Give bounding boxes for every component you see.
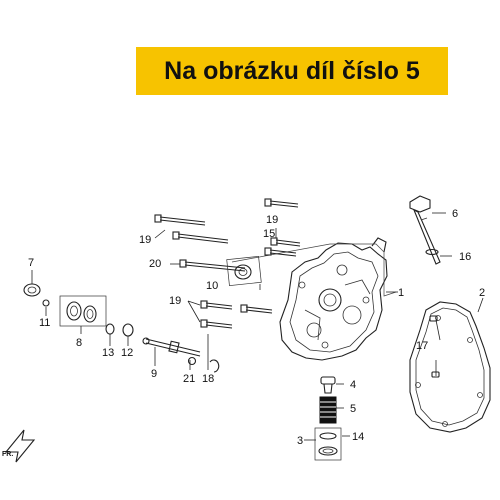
callout-14: 14 bbox=[352, 431, 364, 443]
callout-19-right: 19 bbox=[266, 214, 278, 226]
spring bbox=[319, 396, 337, 424]
callout-6: 6 bbox=[452, 208, 458, 220]
small-washer bbox=[42, 299, 50, 307]
callout-17: 17 bbox=[416, 340, 428, 352]
bearing-set bbox=[66, 301, 97, 323]
circlip bbox=[209, 359, 220, 373]
seal-box bbox=[226, 256, 262, 286]
oil-seal bbox=[234, 264, 252, 280]
dipstick-o-ring bbox=[425, 248, 439, 256]
crankcase-cover bbox=[279, 237, 388, 361]
callout-4: 4 bbox=[350, 379, 356, 391]
gasket bbox=[409, 301, 491, 433]
callout-13: 13 bbox=[102, 347, 114, 359]
cover-outline-frame bbox=[231, 243, 397, 297]
bearing-box bbox=[59, 295, 107, 327]
bolts-middle bbox=[200, 300, 273, 329]
callout-3: 3 bbox=[297, 435, 303, 447]
callout-10: 10 bbox=[206, 280, 218, 292]
callout-19-top: 19 bbox=[139, 234, 151, 246]
filter-box bbox=[314, 427, 342, 461]
callout-18: 18 bbox=[202, 373, 214, 385]
filter-screen bbox=[318, 432, 338, 456]
callout-2: 2 bbox=[479, 287, 485, 299]
left-cap bbox=[23, 283, 41, 297]
callout-21: 21 bbox=[183, 373, 195, 385]
bolts-right bbox=[264, 198, 301, 257]
front-label: FR. bbox=[2, 451, 13, 458]
oil-dipstick bbox=[409, 195, 441, 265]
callout-7: 7 bbox=[28, 257, 34, 269]
drain-plug bbox=[320, 376, 336, 394]
callout-8: 8 bbox=[76, 337, 82, 349]
callout-15: 15 bbox=[263, 228, 275, 240]
callout-12: 12 bbox=[121, 347, 133, 359]
washer-21 bbox=[187, 356, 197, 366]
ring-13 bbox=[105, 323, 115, 335]
front-direction-marker: FR. bbox=[2, 429, 36, 463]
callout-19-middle: 19 bbox=[169, 295, 181, 307]
leader-lines bbox=[31, 212, 484, 441]
ring-12 bbox=[122, 323, 134, 337]
highlight-banner: Na obrázku díl číslo 5 bbox=[136, 47, 448, 95]
callout-11: 11 bbox=[39, 317, 50, 329]
callout-9: 9 bbox=[151, 368, 157, 380]
callout-labels: 1 2 3 4 5 6 7 8 9 10 11 12 13 14 15 16 1… bbox=[28, 208, 485, 447]
banner-text: Na obrázku díl číslo 5 bbox=[164, 56, 420, 85]
shaft bbox=[142, 337, 201, 357]
callout-5: 5 bbox=[350, 403, 356, 415]
callout-20: 20 bbox=[149, 258, 161, 270]
bolts-top bbox=[154, 214, 229, 244]
callout-16: 16 bbox=[459, 251, 471, 263]
dowel-pins bbox=[429, 315, 440, 378]
callout-1: 1 bbox=[398, 287, 404, 299]
